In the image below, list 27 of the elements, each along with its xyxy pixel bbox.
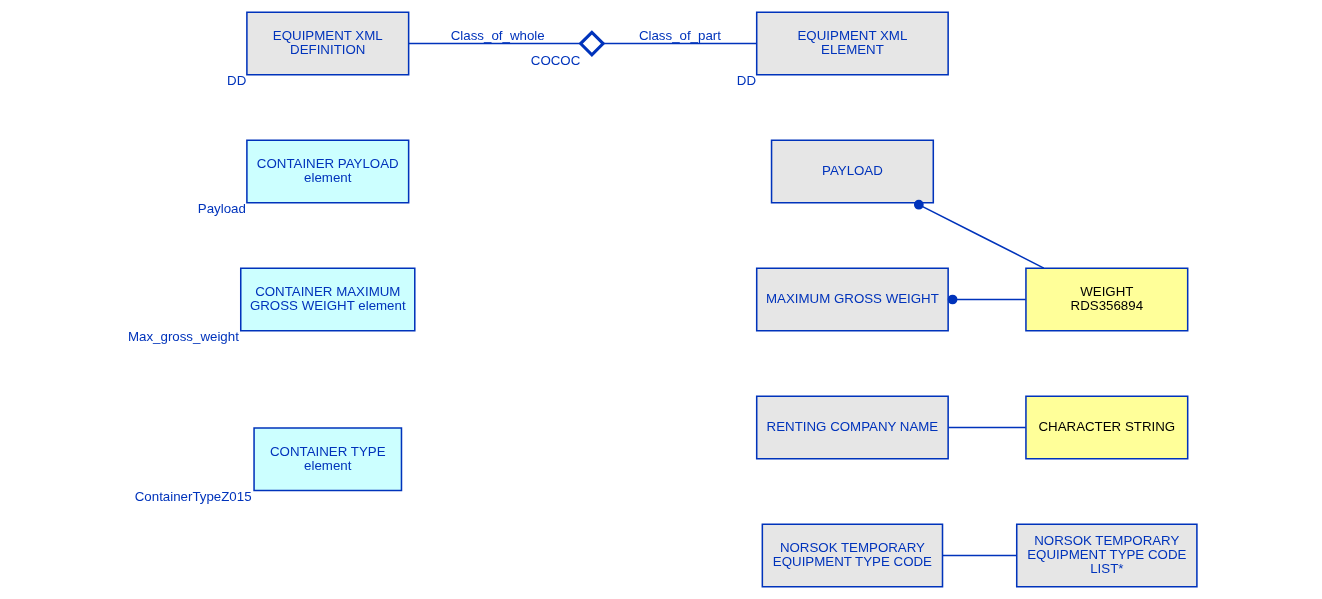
node-label: DD — [736, 73, 756, 89]
node-label: Payload — [197, 201, 246, 217]
edge-label: Class_of_part — [638, 27, 721, 43]
connector — [602, 42, 757, 45]
edge-label: Class_of_whole — [450, 27, 545, 43]
node-diamond — [577, 30, 605, 57]
node-box: CONTAINER MAXIMUM GROSS WEIGHT element — [239, 267, 416, 332]
node-box: MAXIMUM GROSS WEIGHT — [755, 267, 949, 332]
node-box: WEIGHT RDS356894 — [1024, 267, 1188, 332]
node-label: DD — [226, 73, 246, 89]
node-box: CONTAINER PAYLOAD element — [245, 139, 409, 204]
node-box: PAYLOAD — [770, 139, 934, 204]
connector — [407, 42, 581, 45]
node-box: EQUIPMENT XML DEFINITION — [245, 11, 409, 76]
node-label: Max_gross_weight — [127, 329, 239, 345]
node-box: RENTING COMPANY NAME — [755, 395, 949, 460]
node-box: NORSOK TEMPORARY EQUIPMENT TYPE CODE LIST* — [1015, 523, 1198, 588]
node-label: COCOC — [530, 53, 580, 69]
connector — [941, 554, 1017, 557]
node-box: NORSOK TEMPORARY EQUIPMENT TYPE CODE — [761, 523, 943, 588]
node-box: EQUIPMENT XML ELEMENT — [755, 11, 949, 76]
node-label: ContainerTypeZ015 — [134, 489, 252, 505]
connector — [947, 294, 1026, 305]
connector — [947, 426, 1026, 429]
node-box: CHARACTER STRING — [1024, 395, 1188, 460]
node-box: CONTAINER TYPE element — [252, 427, 402, 492]
connector — [913, 199, 1045, 269]
